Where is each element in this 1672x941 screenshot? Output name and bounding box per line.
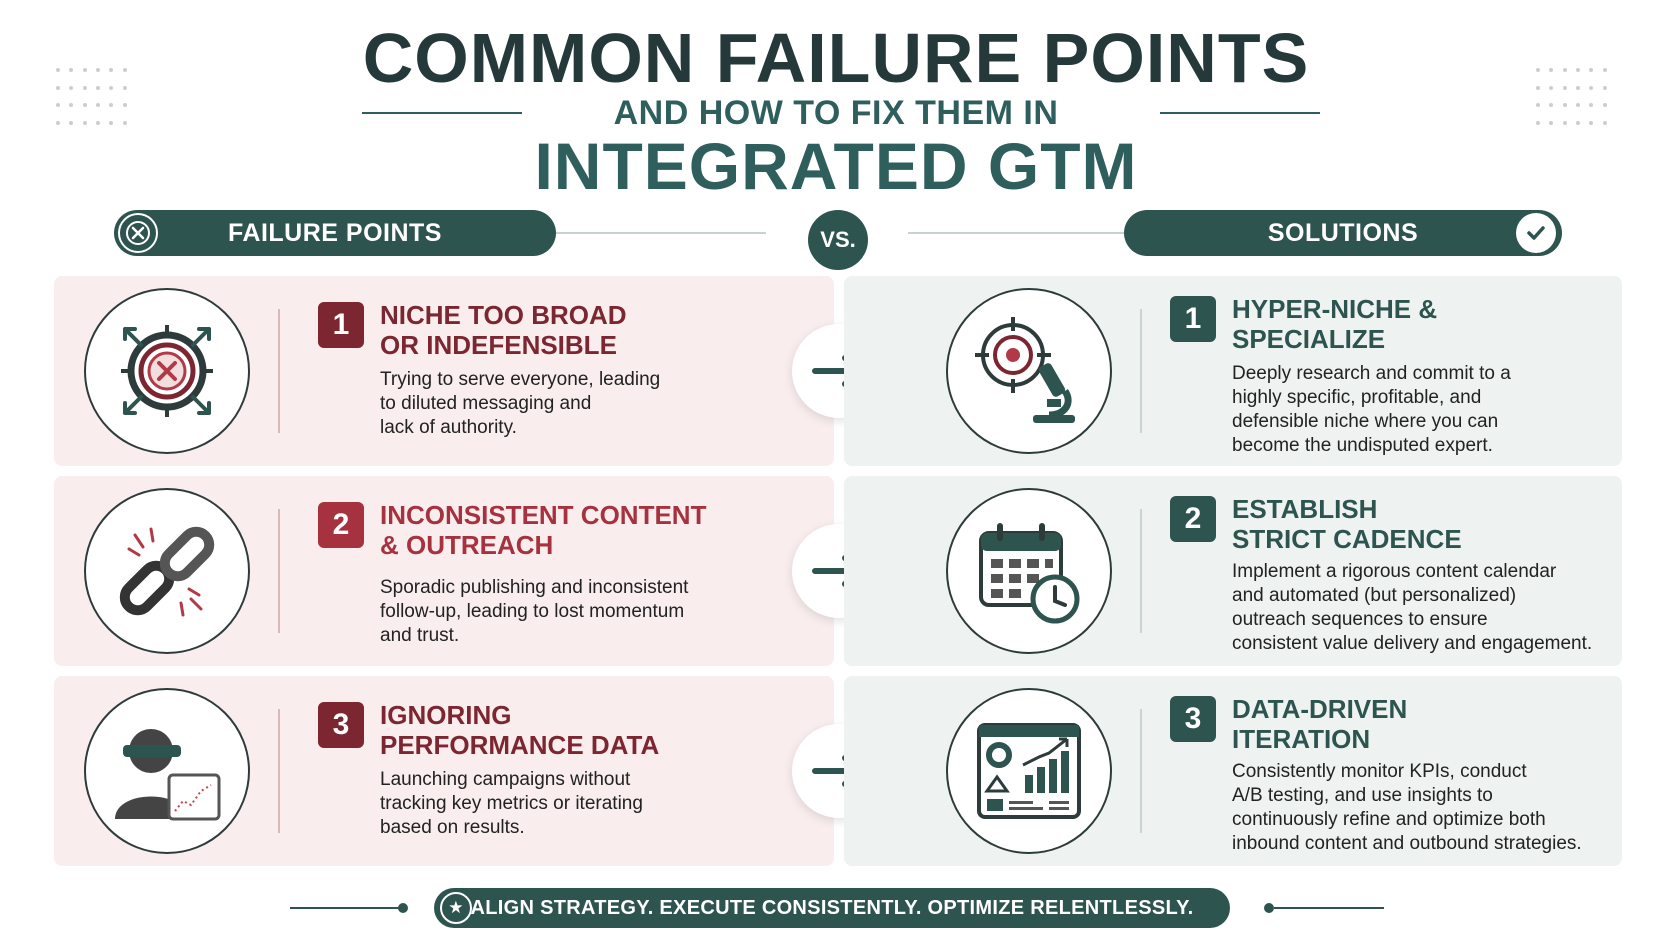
footer-dot-left (398, 903, 408, 913)
failure-card-3: 3 IGNORING PERFORMANCE DATA Launching ca… (54, 676, 834, 866)
page-title-topic: INTEGRATED GTM (534, 129, 1138, 203)
card-divider (1140, 509, 1142, 633)
title-rule-right (1160, 112, 1320, 114)
card-divider (278, 309, 280, 433)
solution-title: DATA-DRIVEN ITERATION (1232, 694, 1408, 754)
solution-card-1: 1 HYPER-NICHE & SPECIALIZE Deeply resear… (844, 276, 1622, 466)
solution-title: HYPER-NICHE & SPECIALIZE (1232, 294, 1438, 354)
solutions-header: SOLUTIONS (1124, 210, 1562, 256)
failure-number-badge: 3 (318, 702, 364, 748)
decorative-dots-right (1536, 68, 1616, 128)
card-divider (278, 509, 280, 633)
x-circle-icon (118, 213, 158, 253)
vs-badge: VS. (808, 210, 868, 270)
card-divider (1140, 309, 1142, 433)
card-divider (278, 709, 280, 833)
footer-rule-right (1274, 907, 1384, 909)
solution-description: Implement a rigorous content calendar an… (1232, 561, 1593, 654)
solution-card-3: 3 DATA-DRIVEN ITERATION Consistently mon… (844, 676, 1622, 866)
failure-title: IGNORING PERFORMANCE DATA (380, 700, 660, 760)
failure-points-label: FAILURE POINTS (228, 218, 442, 247)
title-rule-left (362, 112, 522, 114)
failure-description: Trying to serve everyone, leading to dil… (380, 369, 661, 438)
footer-dot-right (1264, 903, 1274, 913)
calendar-clock-icon (946, 488, 1112, 654)
failure-description: Launching campaigns without tracking key… (380, 769, 643, 838)
solution-description: Deeply research and commit to a highly s… (1232, 363, 1511, 456)
broken-chain-icon (84, 488, 250, 654)
solution-number-badge: 2 (1170, 496, 1216, 542)
card-divider (1140, 709, 1142, 833)
failure-card-1: 1 NICHE TOO BROAD OR INDEFENSIBLE Trying… (54, 276, 834, 466)
solution-number-badge: 1 (1170, 296, 1216, 342)
dashboard-chart-icon (946, 688, 1112, 854)
crosshair-microscope-icon (946, 288, 1112, 454)
failure-description: Sporadic publishing and inconsistent fol… (380, 577, 689, 646)
solution-description: Consistently monitor KPIs, conduct A/B t… (1232, 761, 1582, 854)
page-subtitle: AND HOW TO FIX THEM IN (613, 94, 1059, 132)
header-connector-left (556, 232, 766, 234)
blindfolded-person-icon (84, 688, 250, 854)
page-title: COMMON FAILURE POINTS (362, 19, 1310, 97)
failure-number-badge: 1 (318, 302, 364, 348)
footer-tagline: ALIGN STRATEGY. EXECUTE CONSISTENTLY. OP… (470, 896, 1194, 919)
solution-title: ESTABLISH STRICT CADENCE (1232, 494, 1462, 554)
failure-number-badge: 2 (318, 502, 364, 548)
failure-points-header: FAILURE POINTS (114, 210, 556, 256)
solutions-label: SOLUTIONS (1267, 218, 1419, 247)
decorative-dots-left (56, 68, 136, 128)
footer-tagline-banner: ★ ALIGN STRATEGY. EXECUTE CONSISTENTLY. … (434, 888, 1230, 928)
header-connector-right (908, 232, 1124, 234)
target-x-icon (84, 288, 250, 454)
failure-card-2: 2 INCONSISTENT CONTENT & OUTREACH Sporad… (54, 476, 834, 666)
solution-number-badge: 3 (1170, 696, 1216, 742)
failure-title: NICHE TOO BROAD OR INDEFENSIBLE (380, 300, 627, 360)
footer-rule-left (290, 907, 400, 909)
star-icon: ★ (440, 892, 472, 924)
checkmark-circle-icon (1516, 213, 1556, 253)
solution-card-2: 2 ESTABLISH STRICT CADENCE Implement a r… (844, 476, 1622, 666)
failure-title: INCONSISTENT CONTENT & OUTREACH (380, 500, 707, 560)
